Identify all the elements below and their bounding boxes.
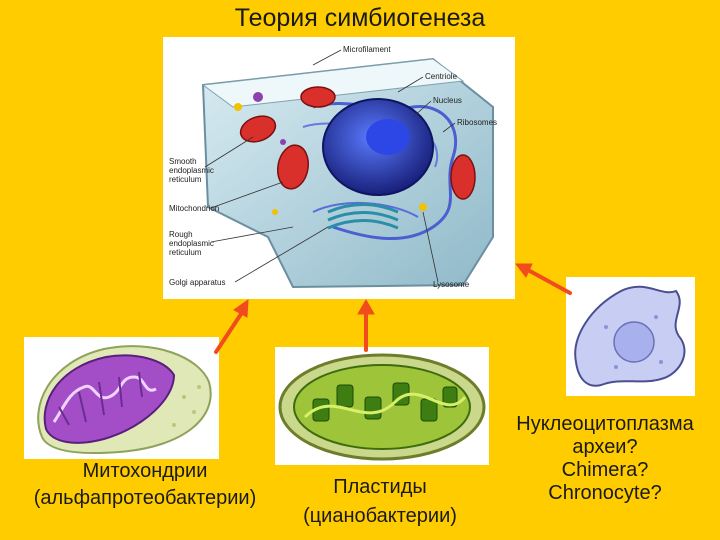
label-golgi: Golgi apparatus bbox=[169, 278, 225, 287]
slide-title: Теория симбиогенеза bbox=[234, 4, 486, 32]
archaeon-panel bbox=[566, 277, 695, 396]
label-smooth-er-1: Smooth bbox=[169, 157, 197, 166]
label-rough-er-3: reticulum bbox=[169, 248, 202, 257]
label-rough-er-2: endoplasmic bbox=[169, 239, 214, 248]
caption-plastids-line1: Пластиды bbox=[333, 476, 427, 498]
mitochondrion-panel bbox=[24, 337, 219, 459]
caption-plastids-line2: (цианобактерии) bbox=[303, 505, 457, 527]
caption-plastids: Пластиды (цианобактерии) bbox=[282, 476, 478, 528]
caption-archaea-line1: Нуклеоцитоплазма bbox=[516, 413, 694, 435]
label-smooth-er-3: reticulum bbox=[169, 175, 202, 184]
arrow-up-icon bbox=[214, 298, 249, 354]
label-microfilament: Microfilament bbox=[343, 45, 391, 54]
caption-archaea-line2: археи? bbox=[572, 436, 638, 458]
caption-mitochondria: Митохондрии (альфапротеобактерии) bbox=[0, 460, 290, 510]
archaeon-cell-illustration bbox=[574, 285, 686, 387]
caption-archaea-line3: Chimera? bbox=[561, 459, 649, 481]
mitochondrion-illustration bbox=[37, 345, 212, 455]
chloroplast-panel bbox=[275, 347, 489, 465]
label-lysosome: Lysosome bbox=[433, 280, 470, 289]
label-centriole: Centriole bbox=[425, 72, 458, 81]
label-smooth-er-2: endoplasmic bbox=[169, 166, 214, 175]
arrow-up-icon bbox=[514, 263, 572, 295]
arrow-up-icon bbox=[357, 298, 375, 352]
cell-diagram-panel: Microfilament Centriole Nucleus Ribosome… bbox=[163, 37, 515, 299]
caption-mitochondria-line1: Митохондрии bbox=[82, 460, 208, 482]
caption-mitochondria-line2: (альфапротеобактерии) bbox=[33, 487, 257, 509]
label-nucleus: Nucleus bbox=[433, 96, 462, 105]
caption-archaea: Нуклеоцитоплазма археи? Chimera? Chronoc… bbox=[492, 413, 718, 505]
caption-archaea-line4: Chronocyte? bbox=[548, 482, 662, 504]
label-ribosomes: Ribosomes bbox=[457, 118, 497, 127]
label-mitochondrion: Mitochondrion bbox=[169, 204, 219, 213]
label-rough-er-1: Rough bbox=[169, 230, 193, 239]
chloroplast-illustration bbox=[278, 353, 486, 461]
animal-cell-illustration: Microfilament Centriole Nucleus Ribosome… bbox=[169, 45, 497, 289]
